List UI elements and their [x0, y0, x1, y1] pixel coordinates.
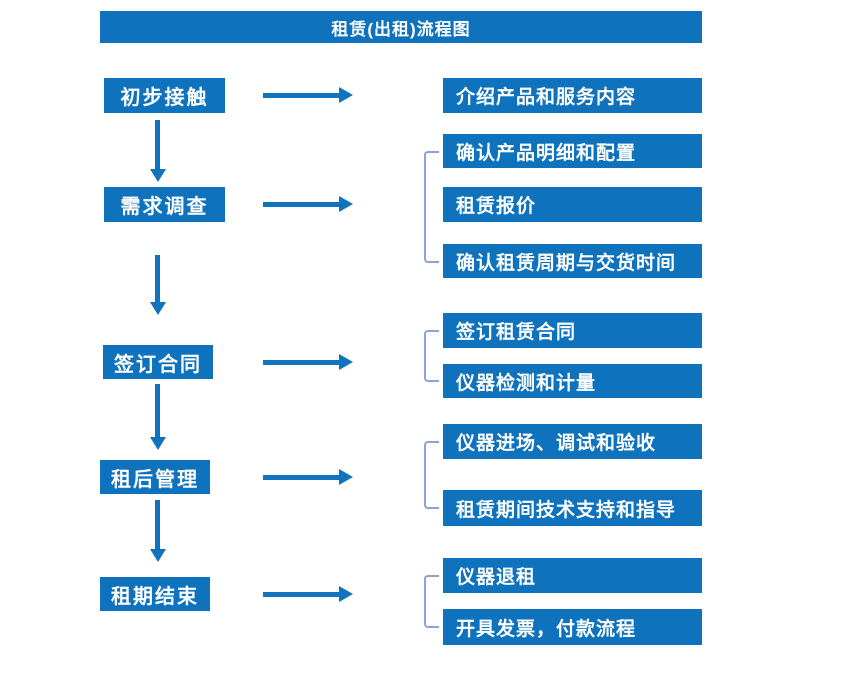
step-box-initial-contact: 初步接触	[104, 78, 225, 113]
detail-box-invoice-payment: 开具发票，付款流程	[443, 609, 702, 645]
step-box-demand-survey: 需求调查	[104, 187, 225, 222]
detail-box-sign-rental-contract: 签订租赁合同	[443, 313, 702, 348]
group-bracket-rental-end	[424, 575, 439, 628]
group-bracket-post-rental	[424, 441, 439, 509]
detail-box-instrument-setup-acceptance: 仪器进场、调试和验收	[443, 424, 702, 459]
down-arrow-1	[149, 120, 166, 182]
detail-box-confirm-period-delivery: 确认租赁周期与交货时间	[443, 244, 702, 278]
detail-box-introduce-products: 介绍产品和服务内容	[443, 78, 702, 113]
right-arrow-4	[263, 469, 353, 485]
detail-box-instrument-inspection: 仪器检测和计量	[443, 364, 702, 398]
right-arrow-3	[263, 354, 353, 370]
group-bracket-sign-contract	[424, 330, 439, 382]
flowchart-title: 租赁(出租)流程图	[100, 11, 702, 43]
step-box-sign-contract: 签订合同	[103, 345, 213, 379]
down-arrow-4	[149, 500, 166, 562]
down-arrow-3	[149, 384, 166, 450]
group-bracket-demand-survey	[424, 151, 439, 263]
detail-box-confirm-product-details: 确认产品明细和配置	[443, 134, 702, 168]
down-arrow-2	[149, 255, 166, 315]
right-arrow-2	[263, 196, 353, 212]
detail-box-tech-support: 租赁期间技术支持和指导	[443, 490, 702, 526]
detail-box-rental-quote: 租赁报价	[443, 187, 702, 222]
step-box-post-rental-management: 租后管理	[100, 460, 210, 494]
right-arrow-1	[263, 87, 353, 103]
right-arrow-5	[263, 586, 353, 602]
step-box-rental-end: 租期结束	[100, 577, 210, 611]
detail-box-instrument-return: 仪器退租	[443, 558, 702, 593]
